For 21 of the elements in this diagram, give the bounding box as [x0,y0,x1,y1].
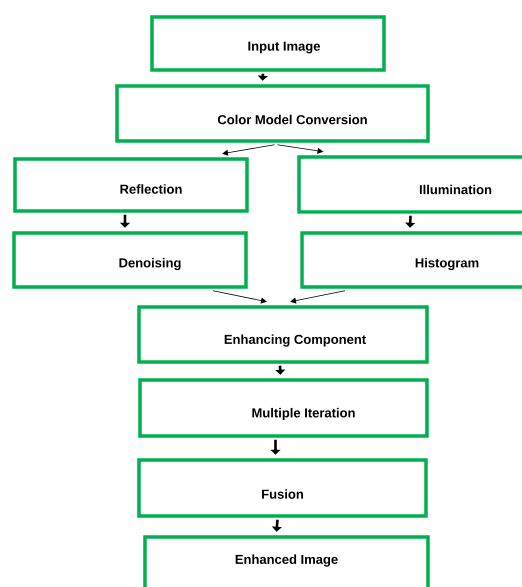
process-box [115,84,430,143]
box-label: Illumination [420,184,492,194]
process-box [137,305,429,364]
process-box [12,231,248,289]
process-box [300,231,522,289]
process-box [297,155,522,214]
box-label: Multiple Iteration [252,408,355,420]
process-box [13,157,249,213]
box-label: Histogram [416,258,478,270]
process-box [143,535,430,587]
process-box [150,15,386,72]
arrow [222,144,275,156]
box-label: Denoising [119,258,181,270]
box-label: Reflection [120,184,182,194]
process-box [137,458,428,518]
process-box [138,378,429,438]
box-label: Color Model Conversion [218,114,367,124]
box-label: Enhancing Component [224,334,366,347]
box-label: Input Image [248,42,320,54]
box-label: Fusion [262,489,303,499]
box-label: Enhanced Image [236,554,338,567]
